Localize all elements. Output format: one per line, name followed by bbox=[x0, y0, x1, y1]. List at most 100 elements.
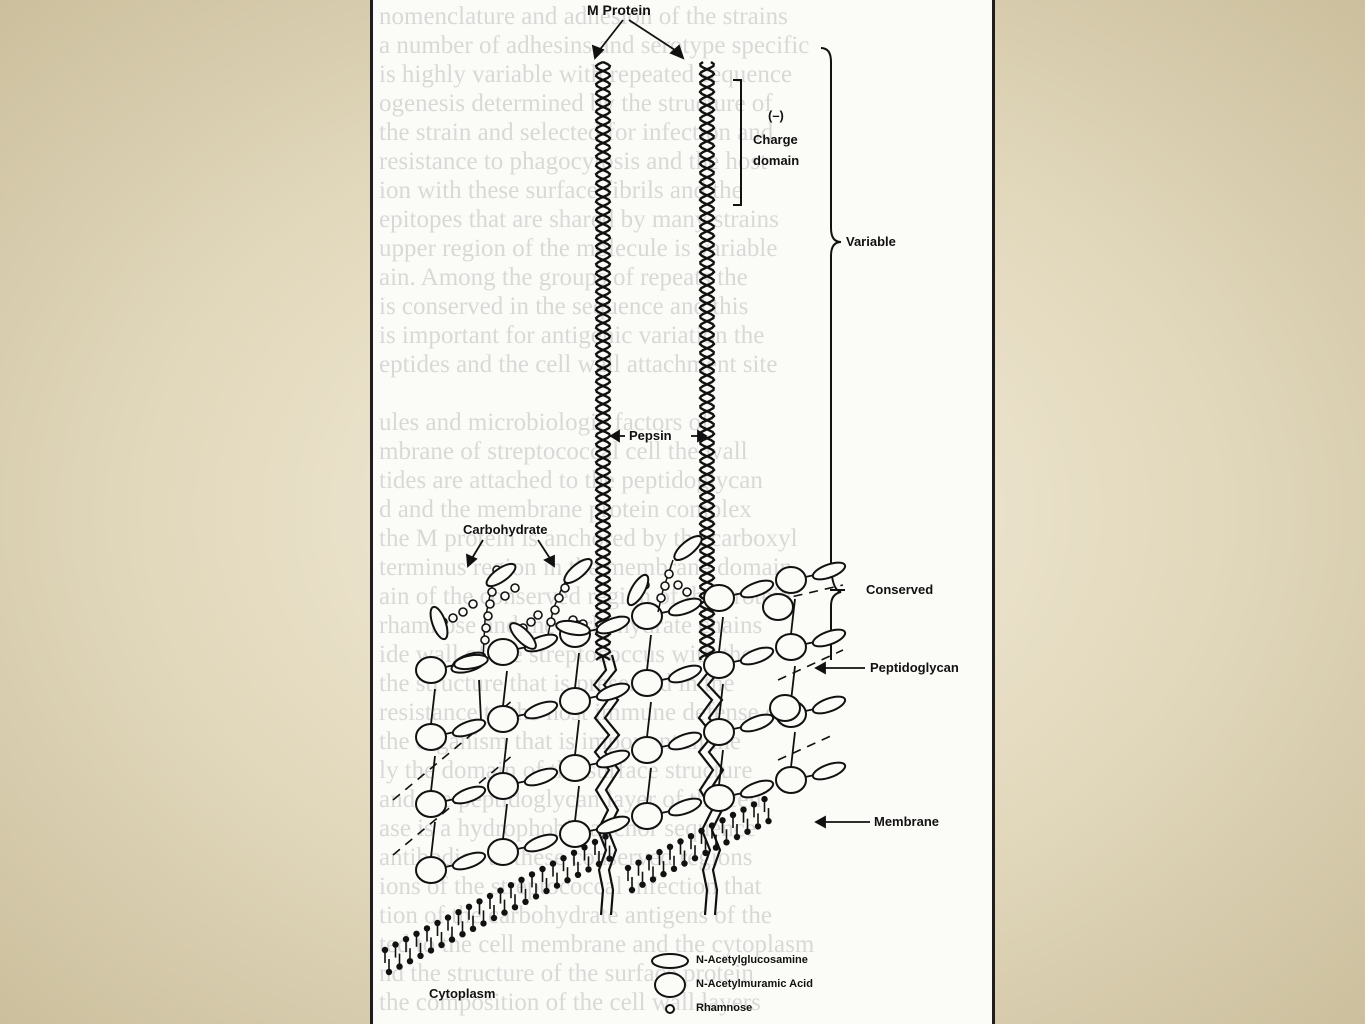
n-acetylglucosamine-unit bbox=[665, 594, 705, 620]
membrane-lipid bbox=[634, 858, 643, 877]
n-acetylglucosamine-unit bbox=[665, 728, 705, 754]
rhamnose-unit bbox=[664, 569, 674, 579]
membrane-lipid bbox=[655, 848, 664, 866]
diagram-panel: nomenclature and adhesion of the strains… bbox=[370, 0, 995, 1024]
n-acetylglucosamine-unit bbox=[809, 692, 849, 718]
membrane-lipid bbox=[395, 952, 404, 971]
n-acetylmuramic-acid-unit bbox=[487, 838, 519, 866]
n-acetylglucosamine-unit bbox=[737, 643, 777, 669]
membrane-lipid bbox=[573, 860, 583, 879]
label-variable: Variable bbox=[846, 234, 896, 249]
n-acetylmuramic-acid-unit bbox=[703, 651, 735, 679]
n-acetylmuramic-acid-unit bbox=[559, 754, 591, 782]
n-acetylmuramic-acid-unit bbox=[703, 718, 735, 746]
n-acetylmuramic-acid-unit bbox=[559, 820, 591, 848]
n-acetylglucosamine-unit bbox=[593, 812, 633, 838]
membrane-lipid bbox=[548, 859, 558, 878]
membrane-lipid bbox=[458, 920, 467, 939]
n-acetylmuramic-acid-unit bbox=[775, 766, 807, 794]
n-acetylmuramic-acid-unit bbox=[631, 669, 663, 697]
membrane-lipid bbox=[468, 914, 478, 933]
n-acetylmuramic-acid-unit bbox=[487, 772, 519, 800]
membrane-lipid bbox=[521, 887, 530, 906]
membrane-lipid bbox=[605, 844, 614, 863]
n-acetylglucosamine-unit bbox=[593, 612, 633, 638]
membrane-lipid bbox=[665, 842, 675, 861]
membrane-lipid bbox=[380, 945, 390, 964]
carbohydrate-arrows bbox=[465, 539, 555, 568]
rhamnose-unit bbox=[500, 591, 510, 601]
n-acetylmuramic-acid-unit bbox=[769, 694, 801, 722]
pepsin-arrows bbox=[609, 429, 708, 443]
n-acetylglucosamine-unit bbox=[452, 651, 490, 673]
label-conserved: Conserved bbox=[866, 582, 934, 597]
carbohydrate-chains bbox=[426, 531, 707, 673]
rhamnose-unit bbox=[510, 583, 520, 593]
rhamnose-unit bbox=[656, 593, 666, 603]
rhamnose-unit bbox=[554, 593, 564, 603]
n-acetylglucosamine-unit bbox=[809, 558, 849, 584]
membrane-lipid bbox=[426, 936, 436, 955]
label-membrane: Membrane bbox=[874, 814, 940, 829]
membrane-lipid bbox=[580, 843, 589, 862]
rhamnose-unit bbox=[468, 599, 478, 609]
rhamnose-unit bbox=[550, 605, 560, 615]
n-acetylglucosamine-unit bbox=[809, 758, 849, 784]
membrane-lipid bbox=[569, 848, 579, 867]
membrane-lipid bbox=[732, 823, 742, 842]
membrane-lipid bbox=[542, 877, 551, 896]
n-acetylmuramic-acid-unit bbox=[631, 736, 663, 764]
label-peptidoglycan: Peptidoglycan bbox=[870, 660, 959, 675]
n-acetylglucosamine-unit bbox=[593, 679, 633, 705]
n-acetylglucosamine-unit bbox=[593, 746, 633, 772]
membrane-lipid bbox=[443, 913, 453, 932]
rhamnose-unit bbox=[682, 587, 692, 597]
label-cytoplasm: Cytoplasm bbox=[429, 986, 496, 1001]
rhamnose-unit bbox=[480, 635, 490, 645]
legend-rhamnose: Rhamnose bbox=[696, 1002, 753, 1014]
membrane-lipid bbox=[437, 931, 446, 950]
pointer-arrows bbox=[814, 661, 870, 829]
membrane-lipid bbox=[485, 891, 495, 910]
charge-domain-bracket bbox=[733, 79, 742, 206]
membrane-lipid bbox=[433, 918, 442, 937]
m-protein-arrows bbox=[591, 19, 685, 60]
n-acetylglucosamine-unit bbox=[521, 764, 561, 790]
n-acetylglucosamine-unit bbox=[665, 794, 705, 820]
label-pepsin: Pepsin bbox=[629, 428, 672, 443]
n-acetylmuramic-acid-unit bbox=[631, 802, 663, 830]
membrane-lipid bbox=[500, 898, 509, 917]
label-charge-minus: (–) bbox=[768, 108, 784, 123]
n-acetylglucosamine-unit bbox=[521, 697, 561, 723]
membrane-lipid bbox=[563, 866, 572, 885]
membrane-lipid bbox=[464, 902, 474, 921]
membrane-lipid bbox=[638, 870, 647, 889]
membrane-lipid bbox=[454, 908, 463, 927]
membrane-lipid bbox=[517, 875, 526, 894]
membrane-lipid bbox=[391, 940, 400, 959]
n-acetylglucosamine-unit bbox=[737, 710, 777, 736]
n-acetylmuramic-acid-unit bbox=[631, 602, 663, 630]
m-protein-diagram bbox=[380, 19, 870, 1014]
membrane-lipid bbox=[659, 860, 668, 879]
membrane-lipid bbox=[627, 876, 637, 895]
membrane-lipid bbox=[739, 805, 748, 824]
membrane-lipid bbox=[676, 837, 685, 856]
membrane-lipid bbox=[531, 882, 541, 901]
membrane-lipid bbox=[594, 850, 604, 869]
membrane-lipid bbox=[718, 816, 727, 835]
n-acetylglucosamine-unit bbox=[559, 554, 597, 588]
legend-n-acetylglucosamine: N-Acetylglucosamine bbox=[696, 954, 808, 966]
membrane-lipid bbox=[475, 897, 484, 916]
membrane-lipid bbox=[447, 925, 457, 944]
membrane-lipid bbox=[764, 807, 773, 826]
label-carbohydrate: Carbohydrate bbox=[463, 522, 548, 537]
rhamnose-unit bbox=[526, 617, 536, 627]
membrane-lipid bbox=[590, 837, 600, 856]
membrane-lipid bbox=[686, 832, 696, 851]
label-m-protein: M Protein bbox=[587, 2, 651, 18]
membrane-lipid bbox=[753, 812, 763, 831]
n-acetylglucosamine-unit bbox=[521, 830, 561, 856]
n-acetylmuramic-acid-unit bbox=[559, 687, 591, 715]
rhamnose-unit bbox=[673, 580, 683, 590]
